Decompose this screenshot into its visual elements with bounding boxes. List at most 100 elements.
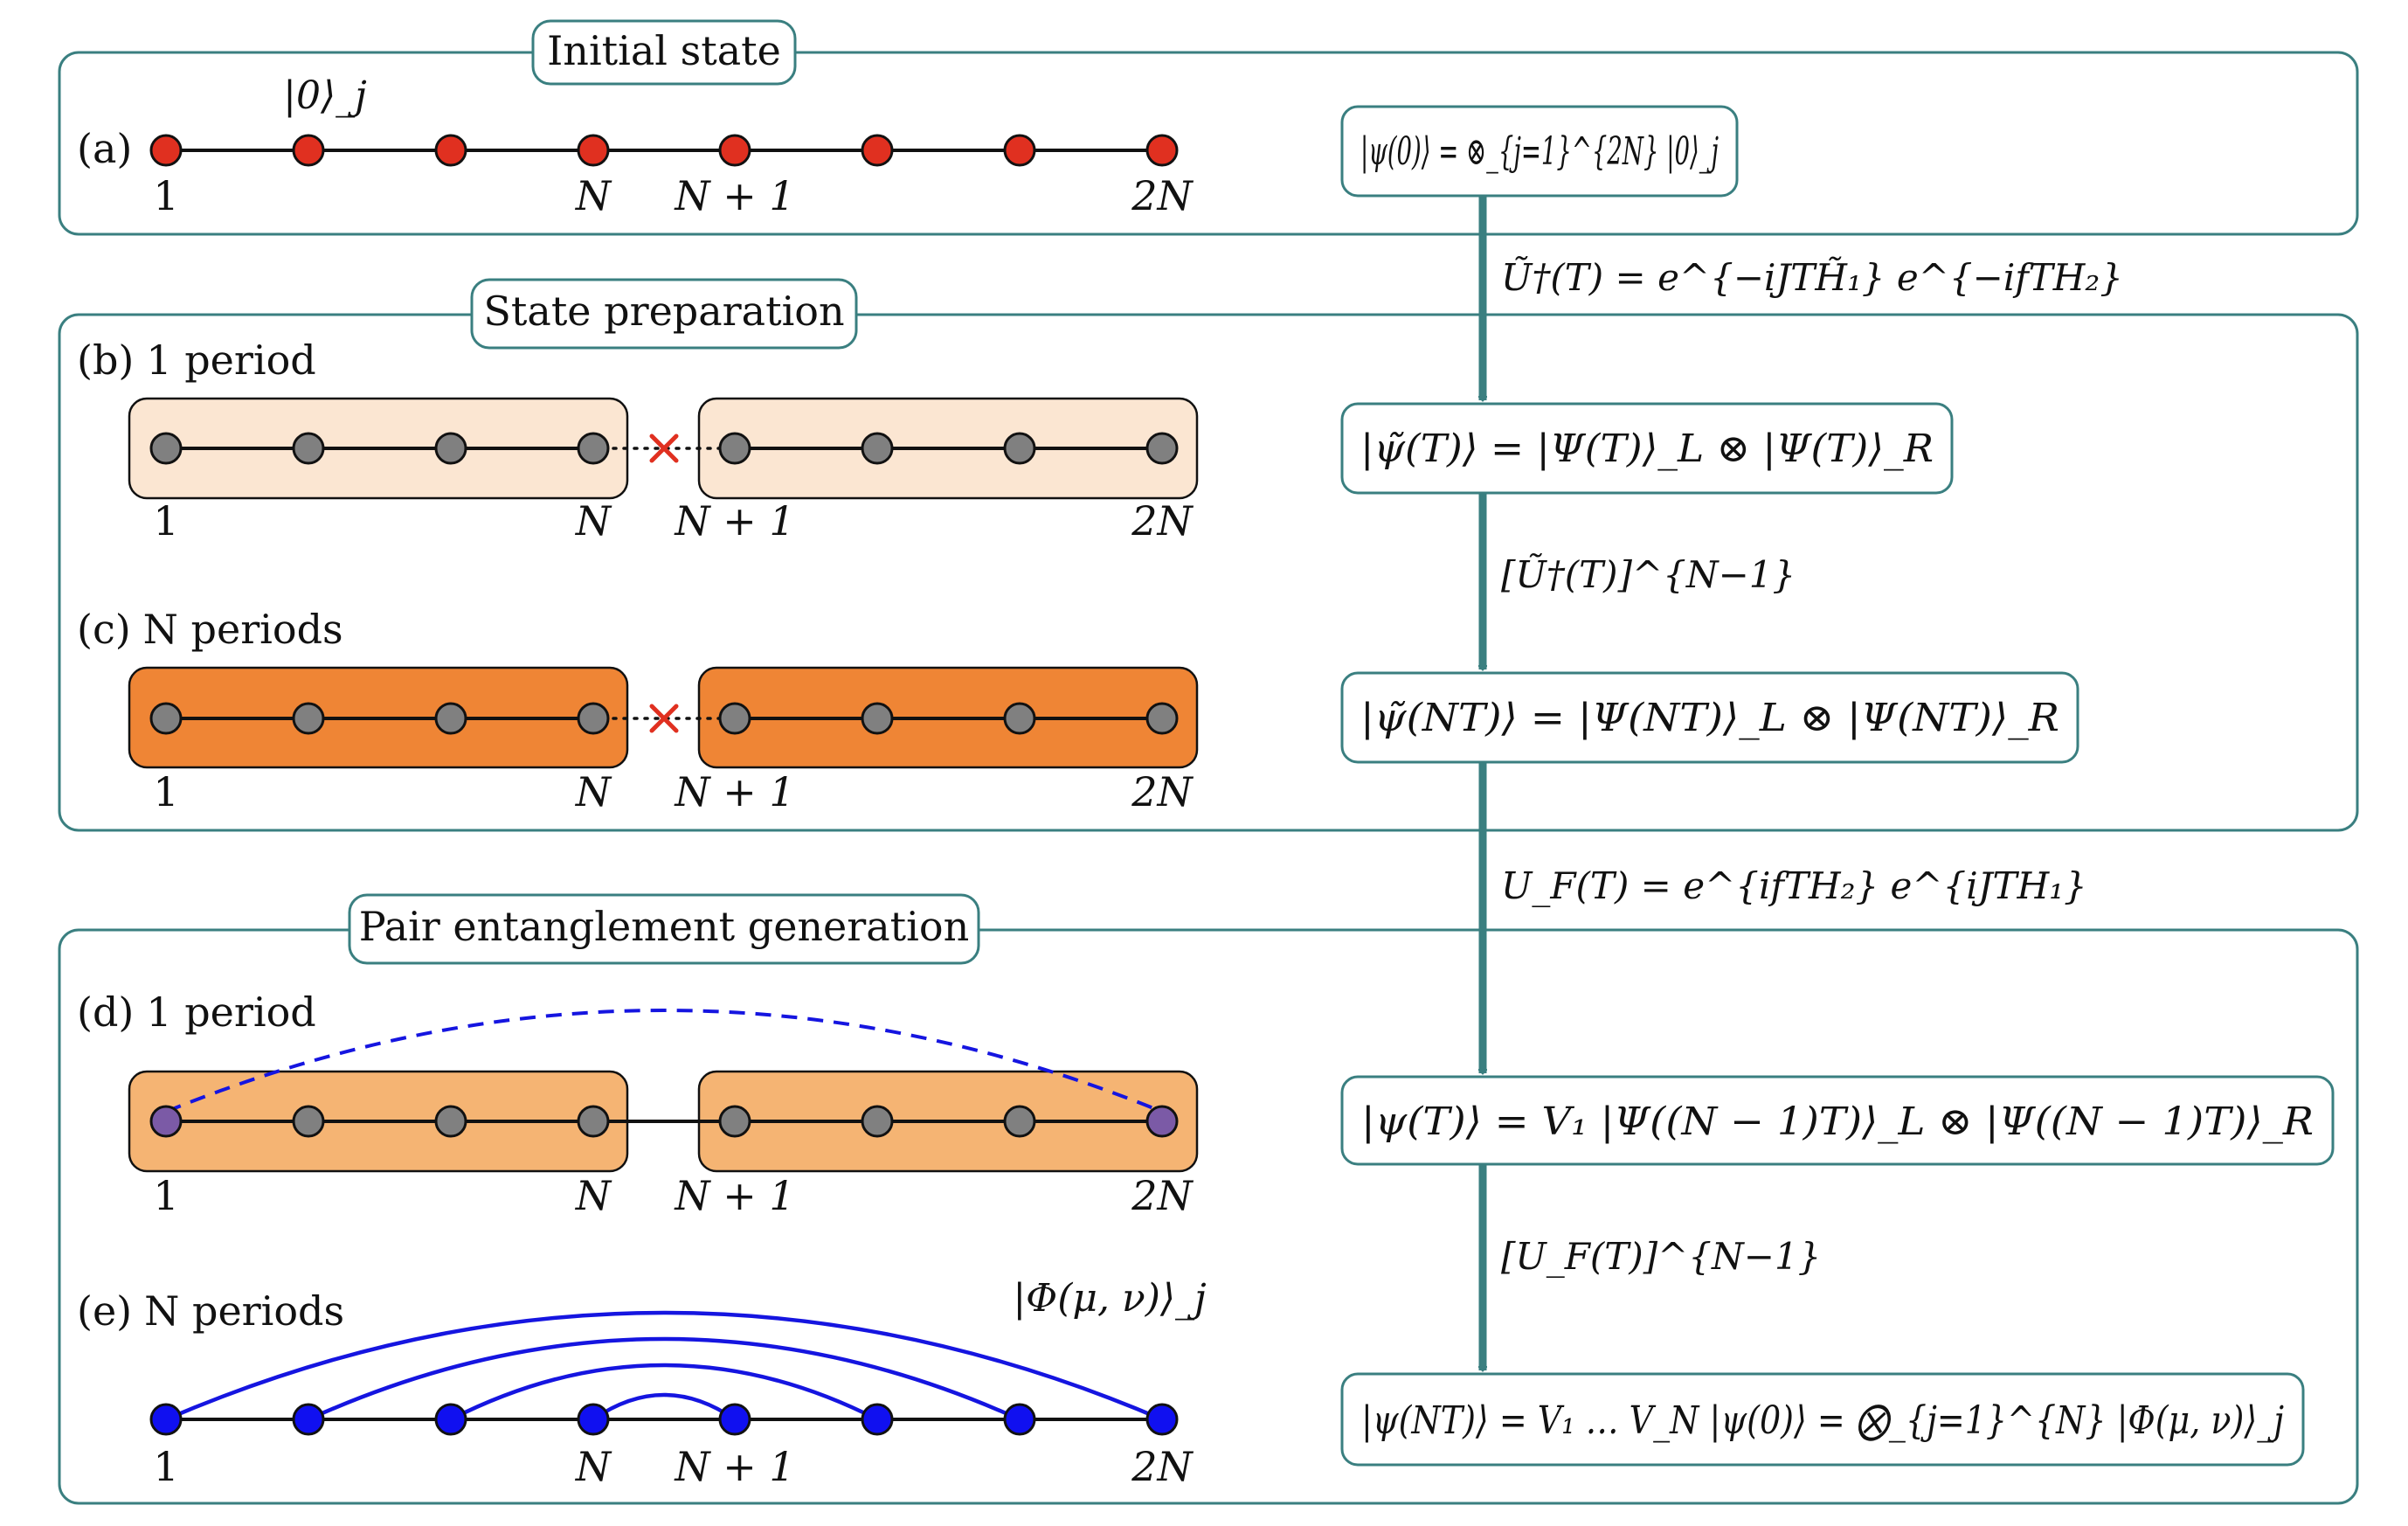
- equation-box-psiT: |ψ(T)⟩ = V₁ |Ψ((N − 1)T)⟩_L ⊗ |Ψ((N − 1)…: [1340, 1075, 2335, 1166]
- site-a-5: [718, 134, 751, 167]
- panel-b-label: (b)1 period: [77, 336, 316, 384]
- site-c-8: [1145, 702, 1179, 735]
- site-label-mid-next: N + 1: [674, 497, 794, 545]
- site-c-4: [577, 702, 610, 735]
- equation-psiNT-tilde: |ψ̃(NT)⟩ = |Ψ(NT)⟩_L ⊗ |Ψ(NT)⟩_R: [1360, 696, 2059, 740]
- sites-c: [149, 702, 1179, 735]
- site-d-4: [577, 1105, 610, 1138]
- site-label-first: 1: [153, 1443, 178, 1490]
- site-labels-e: 1 N N + 1 2N: [153, 1443, 1194, 1490]
- state-preparation-title-text: State preparation: [483, 288, 844, 335]
- bell-pair-link-4: [592, 1392, 737, 1421]
- site-c-1: [149, 702, 183, 735]
- panel-d-label: (d)1 period: [77, 988, 316, 1036]
- site-b-8: [1145, 432, 1179, 465]
- site-label-mid: N: [575, 497, 612, 545]
- site-e-8: [1145, 1403, 1179, 1436]
- site-label-last: 2N: [1131, 1172, 1194, 1219]
- initial-state-title: Initial state: [531, 19, 797, 86]
- pair-entanglement-title-text: Pair entanglement generation: [359, 903, 969, 950]
- site-labels-d: 1 N N + 1 2N: [153, 1172, 1194, 1219]
- site-d-8: [1145, 1105, 1179, 1138]
- site-a-3: [434, 134, 467, 167]
- site-b-2: [292, 432, 325, 465]
- equation-box-psi0: |ψ(0)⟩ = ⊗_{j=1}^{2N} |0⟩_j: [1340, 105, 1739, 198]
- site-b-6: [861, 432, 894, 465]
- site-b-5: [718, 432, 751, 465]
- sites-e: [149, 1403, 1179, 1436]
- site-label-last: 2N: [1131, 1443, 1194, 1490]
- site-label-mid: N: [575, 1443, 612, 1490]
- site-a-4: [577, 134, 610, 167]
- site-c-6: [861, 702, 894, 735]
- site-e-3: [434, 1403, 467, 1436]
- long-range-dashed-link: [165, 1009, 1163, 1113]
- site-c-5: [718, 702, 751, 735]
- state-preparation-frame: [58, 313, 2359, 832]
- site-d-6: [861, 1105, 894, 1138]
- site-e-2: [292, 1403, 325, 1436]
- site-d-5: [718, 1105, 751, 1138]
- equation-psi0: |ψ(0)⟩ = ⊗_{j=1}^{2N} |0⟩_j: [1360, 129, 1719, 174]
- site-label-first: 1: [153, 1172, 178, 1219]
- site-a-1: [149, 134, 183, 167]
- bell-pair-link-1: [165, 1310, 1163, 1422]
- site-label-mid: N: [575, 172, 612, 219]
- site-c-7: [1003, 702, 1036, 735]
- site-label-first: 1: [153, 768, 178, 815]
- site-label-mid-next: N + 1: [674, 1443, 794, 1490]
- site-label-mid-next: N + 1: [674, 1172, 794, 1219]
- site-e-4: [577, 1403, 610, 1436]
- site-e-6: [861, 1403, 894, 1436]
- site-label-last: 2N: [1131, 768, 1194, 815]
- site-e-1: [149, 1403, 183, 1436]
- site-b-7: [1003, 432, 1036, 465]
- operator-label-2: [Ũ†(T)]^{N−1}: [1501, 552, 1796, 596]
- site-b-1: [149, 432, 183, 465]
- site-b-3: [434, 432, 467, 465]
- equation-psiT-tilde: |ψ̃(T)⟩ = |Ψ(T)⟩_L ⊗ |Ψ(T)⟩_R: [1360, 427, 1934, 471]
- site-labels-c: 1 N N + 1 2N: [153, 768, 1194, 815]
- sites-a: [149, 134, 1179, 167]
- state-preparation-title: State preparation: [470, 278, 858, 350]
- site-labels-b: 1 N N + 1 2N: [153, 497, 1194, 545]
- equation-psiT: |ψ(T)⟩ = V₁ |Ψ((N − 1)T)⟩_L ⊗ |Ψ((N − 1)…: [1361, 1099, 2314, 1144]
- site-label-mid-next: N + 1: [674, 172, 794, 219]
- site-label-first: 1: [153, 172, 178, 219]
- pair-entanglement-frame: [58, 928, 2359, 1505]
- pair-entanglement-title: Pair entanglement generation: [348, 893, 980, 965]
- site-state-annotation: |0⟩_j: [283, 73, 367, 118]
- site-labels-a: 1 N N + 1 2N: [153, 172, 1194, 219]
- site-d-1: [149, 1105, 183, 1138]
- initial-state-frame: [58, 51, 2359, 236]
- operator-label-3: U_F(T) = e^{ifTH₂} e^{iJTH₁}: [1501, 864, 2087, 907]
- site-label-first: 1: [153, 497, 178, 545]
- sites-d: [149, 1105, 1179, 1138]
- equation-psiNT: |ψ(NT)⟩ = V₁ … V_N |ψ(0)⟩ = ⨂_{j=1}^{N} …: [1361, 1398, 2284, 1443]
- site-label-last: 2N: [1131, 497, 1194, 545]
- panel-a-tag: (a): [77, 125, 132, 172]
- site-label-mid: N: [575, 768, 612, 815]
- site-label-mid: N: [575, 1172, 612, 1219]
- panel-e-label: (e)N periods: [77, 1287, 344, 1335]
- site-a-8: [1145, 134, 1179, 167]
- site-a-7: [1003, 134, 1036, 167]
- site-d-7: [1003, 1105, 1036, 1138]
- equation-box-psiNT: |ψ(NT)⟩ = V₁ … V_N |ψ(0)⟩ = ⨂_{j=1}^{N} …: [1340, 1372, 2305, 1467]
- cut-cross-b: [649, 434, 679, 463]
- site-e-5: [718, 1403, 751, 1436]
- bell-pair-link-2: [308, 1336, 1021, 1422]
- site-c-2: [292, 702, 325, 735]
- site-a-2: [292, 134, 325, 167]
- site-e-7: [1003, 1403, 1036, 1436]
- pair-state-annotation: |Φ(μ, ν)⟩_j: [1013, 1276, 1206, 1321]
- panel-c-label: (c)N periods: [77, 606, 343, 653]
- site-d-3: [434, 1105, 467, 1138]
- initial-state-title-text: Initial state: [547, 27, 781, 74]
- equation-box-psiT-tilde: |ψ̃(T)⟩ = |Ψ(T)⟩_L ⊗ |Ψ(T)⟩_R: [1340, 402, 1954, 495]
- operator-label-1: Ũ†(T) = e^{−iJTH̃₁} e^{−ifTH₂}: [1501, 255, 2123, 299]
- site-label-last: 2N: [1131, 172, 1194, 219]
- site-a-6: [861, 134, 894, 167]
- cut-cross-c: [649, 704, 679, 733]
